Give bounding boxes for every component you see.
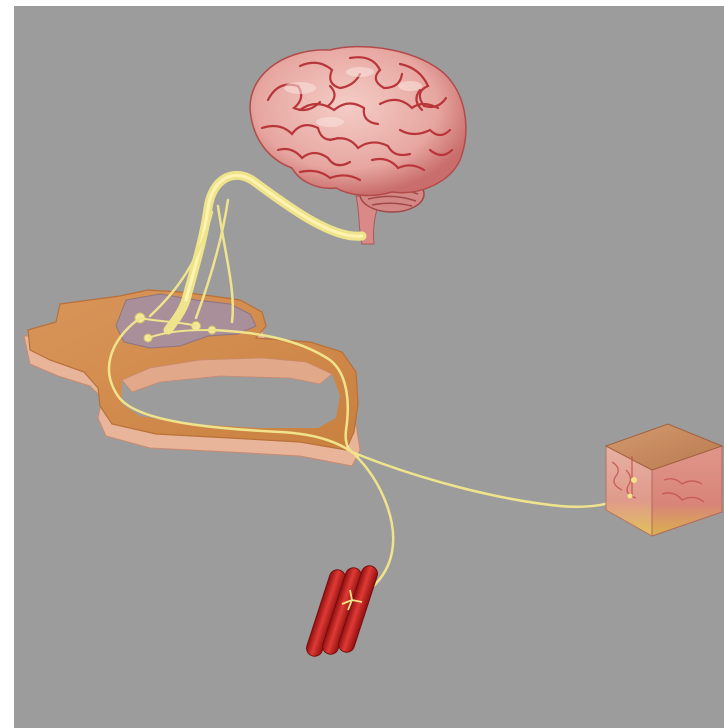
reflex-arc-scene [0, 0, 724, 728]
